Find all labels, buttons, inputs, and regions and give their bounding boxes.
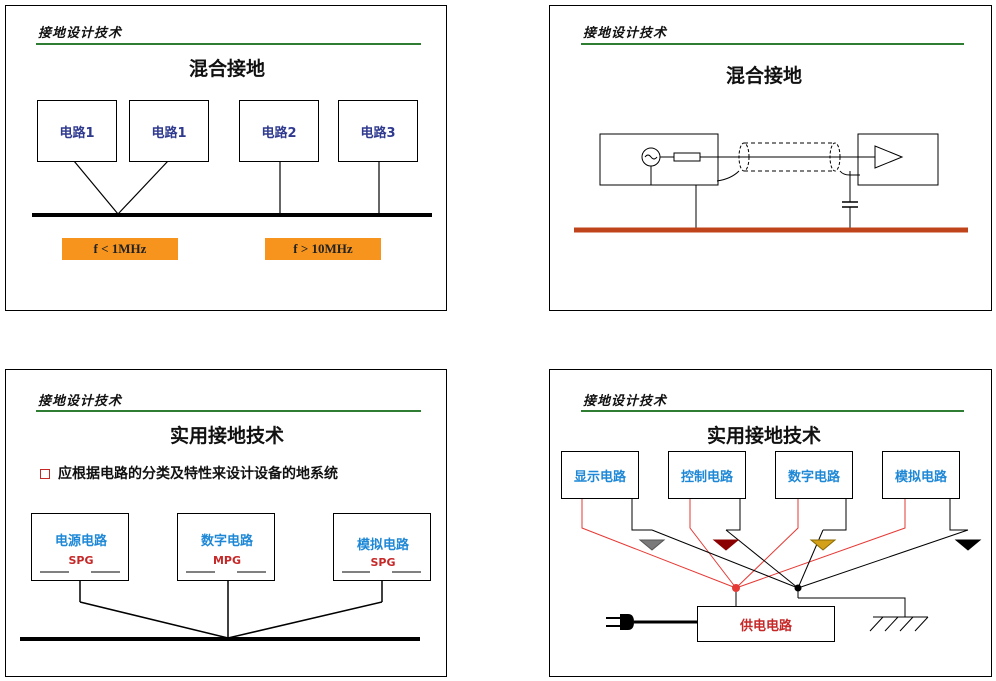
slide-title: 实用接地技术 [706, 425, 821, 447]
circuit-box: 电路3 [338, 100, 418, 162]
ground-icon [954, 539, 982, 551]
circuit-box: 模拟电路 [882, 451, 960, 499]
slide-title: 混合接地 [188, 58, 265, 80]
header-underline [581, 410, 964, 412]
circuit-box: 控制电路 [668, 451, 746, 499]
slide-header: 接地设计技术 [38, 26, 123, 41]
slide-title: 混合接地 [725, 65, 802, 87]
junction-dot [794, 584, 802, 592]
slide-mixed-grounding-2: 接地设计技术 混合接地 [549, 5, 992, 311]
header-underline [581, 43, 964, 45]
circuit-box: 数字电路 [775, 451, 853, 499]
slide-practical-grounding-2: 接地设计技术 实用接地技术 [549, 369, 992, 677]
slide-header: 接地设计技术 [583, 394, 668, 409]
circuit-box: 电源电路 SPG [31, 513, 129, 581]
ground-icon [638, 539, 666, 551]
black-wires [631, 498, 969, 617]
ground-icon [809, 539, 837, 551]
slide-mixed-grounding-1: 接地设计技术 混合接地 电路1 电路1 电路2 电路3 f < 1MHz f >… [5, 5, 447, 311]
bullet-item: 应根据电路的分类及特性来设计设备的地系统 [40, 463, 338, 483]
red-wires [581, 498, 906, 589]
ground-icon [712, 539, 740, 551]
shielded-cable-schematic [574, 133, 968, 233]
junction-dot [732, 584, 740, 592]
slide-header: 接地设计技术 [583, 26, 668, 41]
slide-practical-grounding-1: 接地设计技术 实用接地技术 应根据电路的分类及特性来设计设备的地系统 电源电路 … [5, 369, 447, 677]
circuit-box: 数字电路 MPG [177, 513, 275, 581]
power-plug-icon [606, 614, 698, 630]
slide-header: 接地设计技术 [38, 394, 123, 409]
circuit-box: 电路2 [239, 100, 319, 162]
frequency-tag-low: f < 1MHz [62, 238, 178, 260]
circuit-box: 显示电路 [561, 451, 639, 499]
header-underline [36, 410, 421, 412]
circuit-box: 电路1 [37, 100, 117, 162]
circuit-box: 电路1 [129, 100, 209, 162]
star-ground-wiring [581, 498, 982, 632]
spg-mpg-wiring [20, 571, 421, 641]
slide-title: 实用接地技术 [169, 425, 284, 447]
mixed-ground-wiring [32, 160, 432, 217]
power-supply-box: 供电电路 [697, 606, 835, 642]
resistor-icon [673, 152, 701, 162]
circuit-box: 模拟电路 SPG [333, 513, 431, 581]
header-underline [36, 43, 421, 45]
frequency-tag-high: f > 10MHz [265, 238, 381, 260]
bullet-square-icon [40, 469, 50, 479]
chassis-ground-icon [869, 616, 929, 632]
